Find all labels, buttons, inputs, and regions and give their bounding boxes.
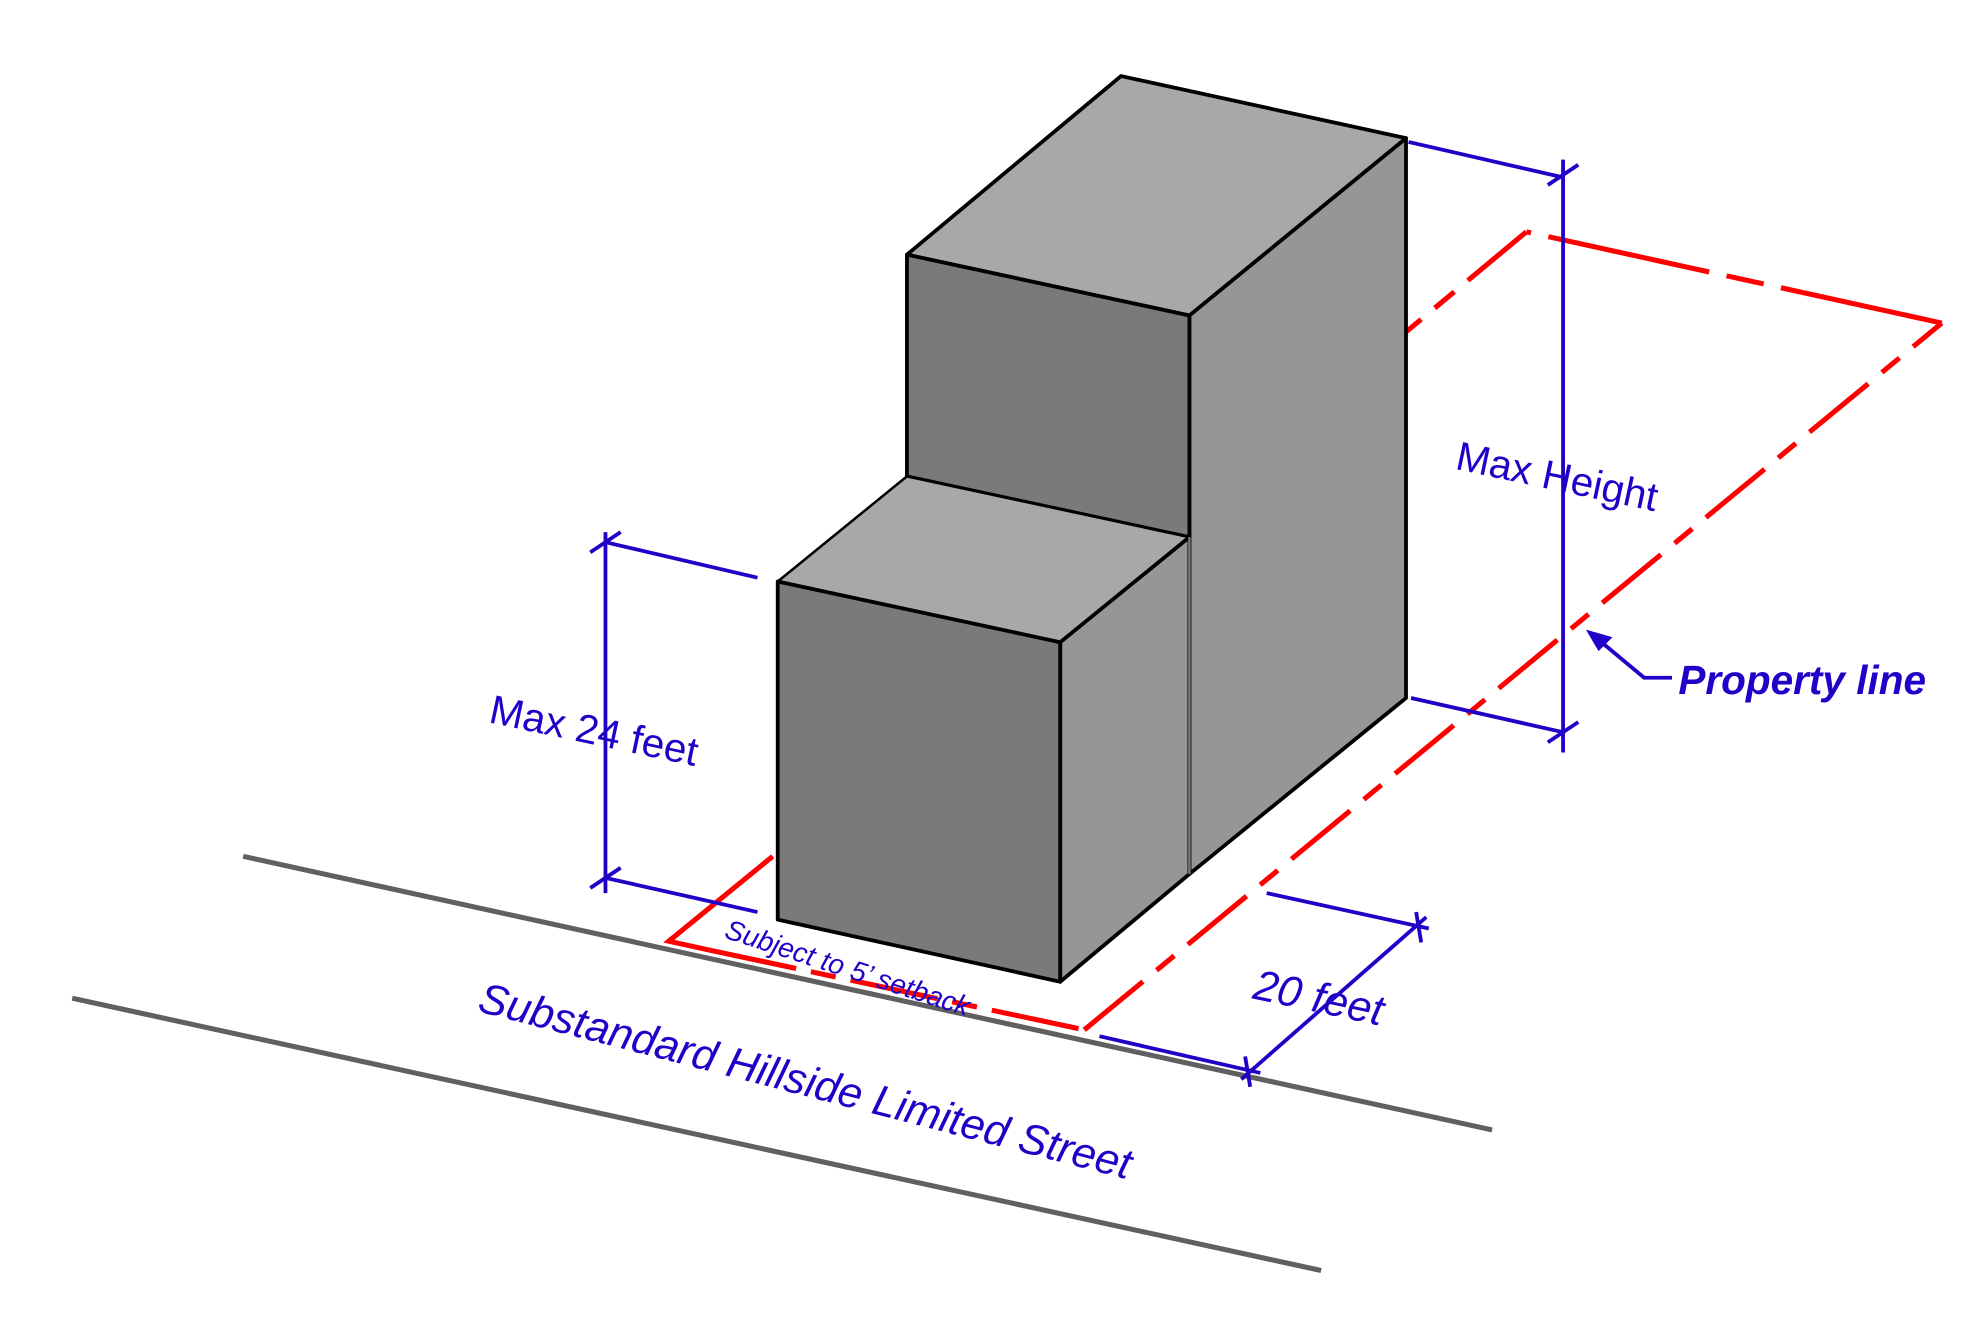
setback-line-front: [708, 947, 1085, 1033]
property-line: [663, 229, 1944, 1033]
property-line-back: [1404, 229, 1528, 334]
street-edge-lower: [71, 995, 1322, 1274]
property-line-label: Property line: [1678, 657, 1926, 703]
property-line-leader: [1597, 638, 1672, 680]
street-edge-upper: [242, 853, 1493, 1133]
setback-line-left: [663, 854, 775, 953]
twenty-feet-label: 20 feet: [1248, 961, 1390, 1036]
building: [775, 74, 1408, 984]
low-block-front-face: [775, 579, 1063, 984]
twenty-feet-dimension: [1240, 915, 1428, 1081]
dimension-lines: [589, 140, 1672, 1088]
property-line-side: [1082, 321, 1944, 1032]
max-height-label: Max Height: [1452, 433, 1662, 521]
max-24-label: Max 24 feet: [486, 686, 703, 775]
leader-arrow-icon: [1585, 629, 1613, 652]
property-line-rear: [1525, 229, 1943, 326]
street-edges: [71, 853, 1493, 1274]
